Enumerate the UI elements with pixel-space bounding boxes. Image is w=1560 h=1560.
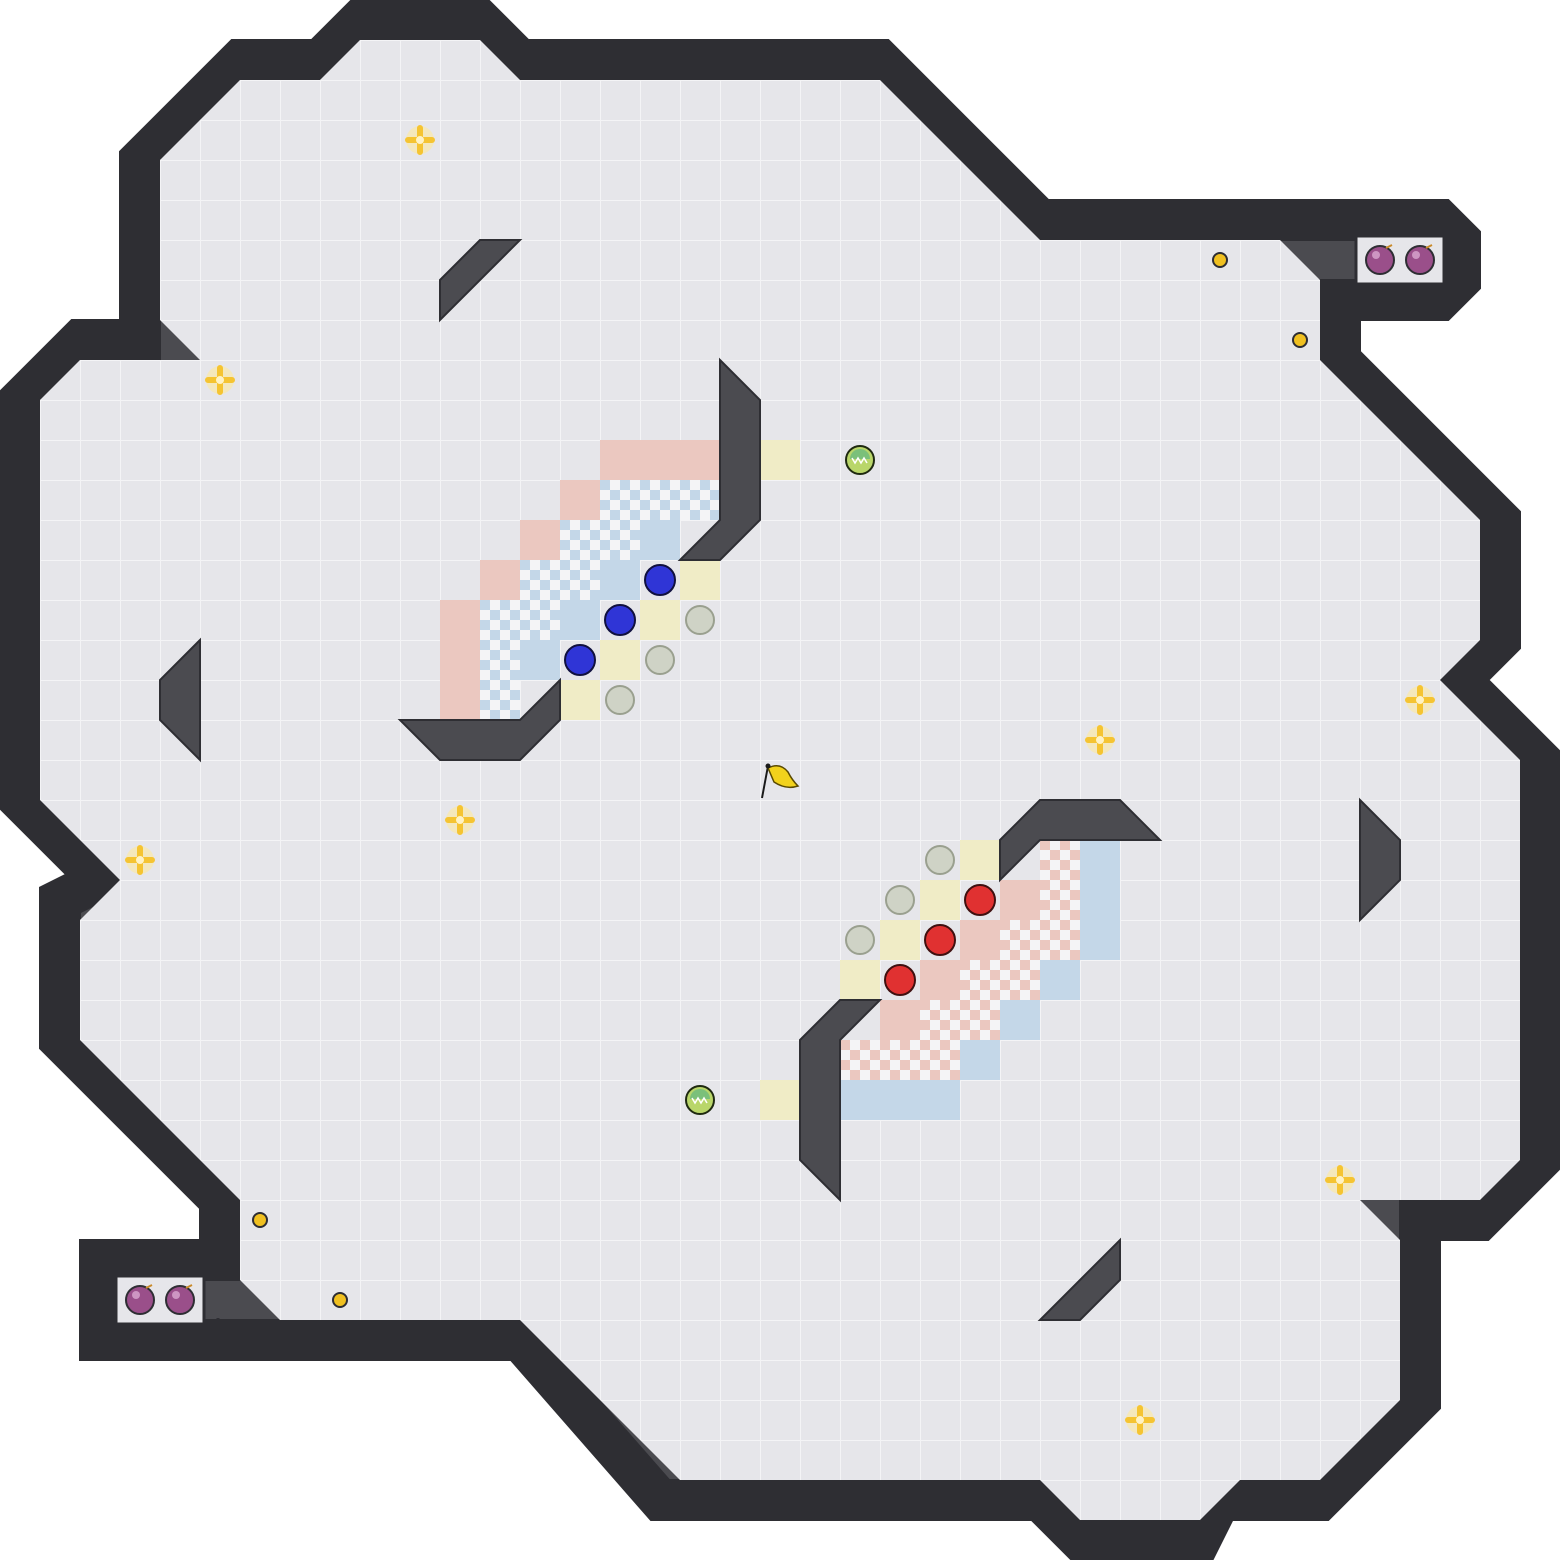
boost-pad-icon: [205, 365, 235, 395]
bomb-icon: [165, 1284, 195, 1315]
boost-pad-icon: [1325, 1165, 1355, 1195]
ball-spawn-spot: [645, 645, 675, 675]
wall-red-base-top: [999, 799, 1163, 883]
boost-pad-icon: [125, 845, 155, 875]
red-team-zone: [760, 840, 1120, 1120]
boost-pad-icon: [1085, 725, 1115, 755]
boost-pad-icon: [405, 125, 435, 155]
ball-spawn-spot: [685, 605, 715, 635]
wall-blue-base-bottom: [397, 677, 561, 761]
interior-walls: [159, 239, 1401, 1321]
gate-markers: [136, 318, 220, 1340]
blue-team-zone: [440, 440, 800, 720]
boost-pad-icon: [445, 805, 475, 835]
boost-pad-icon: [1125, 1405, 1155, 1435]
bomb-icon: [1405, 244, 1435, 275]
yellow-flag-icon[interactable]: [761, 763, 800, 799]
blue-ball[interactable]: [644, 564, 676, 596]
power-up-icon: [252, 1212, 268, 1228]
ball-spawn-spot: [845, 925, 875, 955]
wall-blue-base-right: [677, 357, 761, 561]
red-ball[interactable]: [964, 884, 996, 916]
wall-right-wedge: [1359, 797, 1401, 923]
neutral-toggle-switch-icon[interactable]: [685, 1085, 715, 1115]
red-ball[interactable]: [884, 964, 916, 996]
bomb-icon: [1365, 244, 1395, 275]
ball-spawn-spot: [925, 845, 955, 875]
wall-upper-left-slant: [439, 239, 523, 323]
red-ball[interactable]: [924, 924, 956, 956]
power-up-icon: [1292, 332, 1308, 348]
wall-lower-right-slant: [1037, 1237, 1121, 1321]
power-up-icon: [1212, 252, 1228, 268]
blue-ball[interactable]: [604, 604, 636, 636]
neutral-toggle-switch-icon[interactable]: [845, 445, 875, 475]
ball-spawn-spot: [605, 685, 635, 715]
power-up-icon: [332, 1292, 348, 1308]
ball-spawn-spot: [885, 885, 915, 915]
boost-pad-icon: [1405, 685, 1435, 715]
wall-left-wedge: [159, 637, 201, 763]
wall-red-base-left: [799, 999, 883, 1203]
blue-ball[interactable]: [564, 644, 596, 676]
bomb-icon: [125, 1284, 155, 1315]
